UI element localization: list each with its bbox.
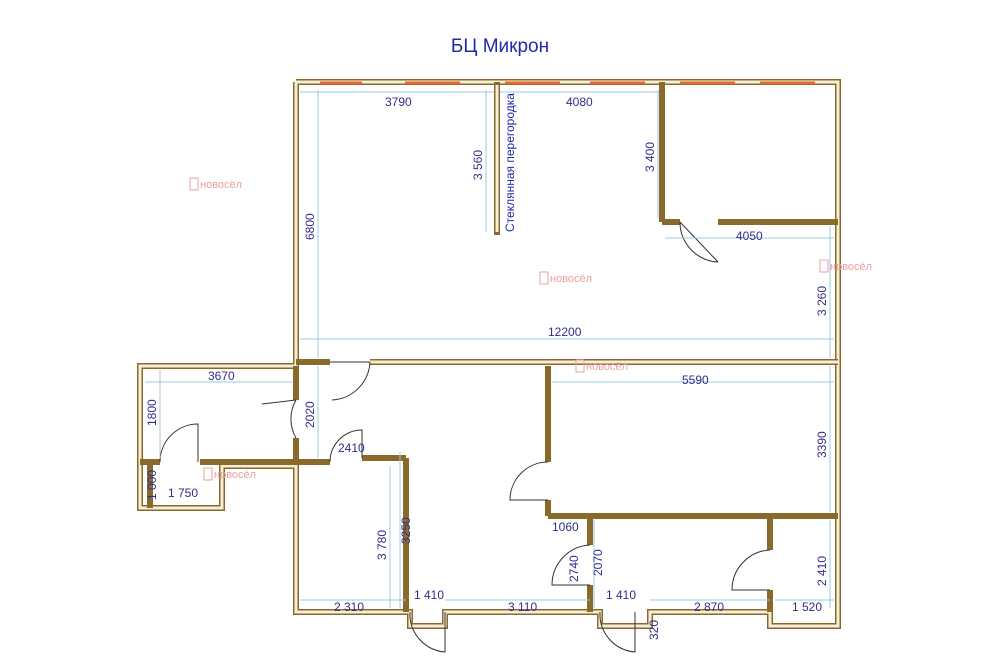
door-main-office	[330, 361, 371, 401]
walls	[137, 79, 841, 629]
plan-title: БЦ Микрон	[450, 36, 550, 57]
dim-3110: 3 110	[508, 600, 537, 614]
novosel-logo: новосёл	[203, 467, 256, 481]
dim-3790: 3790	[385, 95, 412, 109]
door-left-corridor	[261, 399, 297, 439]
dim-2740: 2740	[567, 555, 581, 582]
door-entrance-right	[599, 611, 636, 653]
dim-320: 320	[647, 620, 661, 640]
dim-12200: 12200	[548, 325, 582, 339]
dim-2310: 2 310	[334, 600, 364, 614]
dim-2410a: 2410	[338, 441, 365, 455]
dim-3250: 3250	[399, 517, 413, 544]
dim-3670: 3670	[208, 369, 235, 383]
dim-3780: 3 780	[375, 530, 389, 560]
svg-text:новосёл: новосёл	[830, 261, 872, 273]
door-lower-corridor	[329, 429, 363, 463]
novosel-logo: новосёл	[575, 359, 628, 373]
dim-2020: 2020	[303, 401, 317, 428]
dim-1750: 1 750	[168, 486, 198, 500]
outer-wall	[137, 79, 841, 629]
dim-2870: 2 870	[694, 600, 724, 614]
glass-partition-label: Стеклянная перегородка	[503, 93, 517, 232]
dim-4080: 4080	[566, 95, 593, 109]
door-lower-right	[731, 549, 771, 591]
door-entrance-left	[409, 611, 446, 653]
svg-text:новосёл: новосёл	[586, 361, 628, 373]
doors	[159, 221, 771, 653]
door-office-top-right	[679, 221, 719, 263]
dim-3560: 3 560	[471, 150, 485, 180]
dim-3260: 3 260	[815, 286, 829, 316]
dim-1410a: 1 410	[414, 588, 444, 602]
dim-2410b: 2 410	[815, 556, 829, 586]
svg-text:новосёл: новосёл	[214, 469, 256, 481]
svg-text:новосёл: новосёл	[550, 273, 592, 285]
dim-3400: 3 400	[643, 142, 657, 172]
dim-1800: 1800	[145, 399, 159, 426]
door-big-room	[509, 461, 549, 501]
dim-1000: 1 000	[145, 470, 159, 500]
novosel-logo: новосёл	[189, 177, 242, 191]
dim-1520: 1 520	[792, 600, 822, 614]
dimension-labels: 3790 4080 3 560 3 400 6800 4050 3 260 12…	[145, 95, 829, 640]
dim-3390: 3390	[815, 431, 829, 458]
dim-4050: 4050	[736, 229, 763, 243]
novosel-logo: новосёл	[539, 271, 592, 285]
dim-1060: 1060	[552, 520, 579, 534]
door-lower-middle	[551, 544, 591, 586]
dim-1410b: 1 410	[606, 588, 636, 602]
dim-5590: 5590	[682, 373, 709, 387]
door-small-room	[159, 423, 199, 463]
svg-text:новосёл: новосёл	[200, 179, 242, 191]
watermarks: новосёл новосёл новосёл новосёл новосёл	[189, 177, 872, 481]
dimension-lines	[145, 90, 834, 608]
dim-6800: 6800	[303, 213, 317, 240]
dim-2070: 2070	[591, 549, 605, 576]
novosel-logo: новосёл	[819, 259, 872, 273]
